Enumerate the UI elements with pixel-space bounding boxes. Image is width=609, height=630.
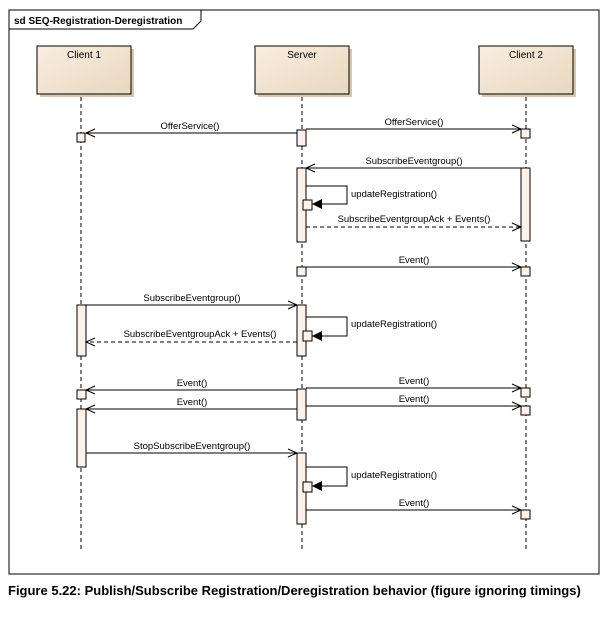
- message-event-client-2: Event(): [306, 498, 523, 515]
- message-label: Event(): [177, 397, 208, 408]
- message-label: updateRegistration(): [351, 319, 437, 330]
- message-label: Event(): [399, 498, 430, 509]
- participant-client-2: Client 2: [478, 45, 576, 97]
- participant-client-1: Client 1: [36, 45, 134, 97]
- message-event-client-1: Event(): [84, 378, 297, 395]
- participant-server: Server: [254, 45, 352, 97]
- activation-bar: [520, 167, 531, 242]
- activation-bar: [296, 129, 307, 147]
- activation-bar: [520, 405, 531, 416]
- activation-bar: [302, 199, 313, 211]
- activation-bar: [520, 266, 531, 277]
- activation-bar: [302, 330, 313, 342]
- activation-bar: [520, 387, 531, 398]
- message-label: SubscribeEventgroup(): [143, 293, 240, 304]
- sequence-diagram: sd SEQ-Registration-Deregistration Clien…: [8, 9, 600, 575]
- message-event-client-2: Event(): [306, 376, 523, 393]
- activation-bar: [296, 388, 307, 421]
- activation-bar: [76, 408, 87, 468]
- message-event-client-1: Event(): [84, 397, 297, 414]
- figure-caption: Figure 5.22: Publish/Subscribe Registrat…: [8, 583, 581, 598]
- activation-bar: [520, 509, 531, 520]
- message-label: Event(): [399, 394, 430, 405]
- message-offerservice-client-1: OfferService(): [84, 121, 297, 138]
- activation-bar: [76, 389, 87, 400]
- frame-title-tab: [9, 10, 202, 30]
- participant-server-name: Server: [287, 50, 317, 61]
- message-offerservice-client-2: OfferService(): [306, 117, 523, 134]
- message-label: updateRegistration(): [351, 189, 437, 200]
- activation-bar: [76, 132, 86, 143]
- message-update-registration-1: updateRegistration(): [306, 185, 437, 209]
- message-label: StopSubscribeEventgroup(): [134, 441, 251, 452]
- message-subscribe-ack-client-2: SubscribeEventgroupAck + Events(): [306, 214, 523, 232]
- activation-bar: [76, 304, 87, 357]
- message-label: SubscribeEventgroup(): [365, 156, 462, 167]
- message-event-client-2: Event(): [306, 394, 523, 411]
- message-label: OfferService(): [161, 121, 220, 132]
- message-subscribe-ack-client-1: SubscribeEventgroupAck + Events(): [84, 329, 297, 347]
- message-update-registration-2: updateRegistration(): [306, 316, 437, 341]
- message-subscribe-client-1: SubscribeEventgroup(): [86, 293, 299, 310]
- activation-bar: [302, 481, 313, 493]
- participant-client-1-name: Client 1: [67, 50, 101, 61]
- activation-bars: [76, 128, 531, 525]
- message-label: Event(): [399, 376, 430, 387]
- message-label: Event(): [177, 378, 208, 389]
- message-label: OfferService(): [385, 117, 444, 128]
- message-label: SubscribeEventgroupAck + Events(): [338, 214, 491, 225]
- participant-client-2-name: Client 2: [509, 50, 543, 61]
- message-stop-subscribe-client-1: StopSubscribeEventgroup(): [86, 441, 299, 458]
- message-event-client-2: Event(): [306, 255, 523, 272]
- message-label: updateRegistration(): [351, 470, 437, 481]
- message-label: Event(): [399, 255, 430, 266]
- activation-bar: [296, 266, 307, 277]
- message-subscribe-client-2: SubscribeEventgroup(): [304, 156, 521, 173]
- message-label: SubscribeEventgroupAck + Events(): [124, 329, 277, 340]
- activation-bar: [520, 128, 531, 139]
- frame-title: sd SEQ-Registration-Deregistration: [14, 16, 182, 27]
- message-update-registration-3: updateRegistration(): [306, 466, 437, 491]
